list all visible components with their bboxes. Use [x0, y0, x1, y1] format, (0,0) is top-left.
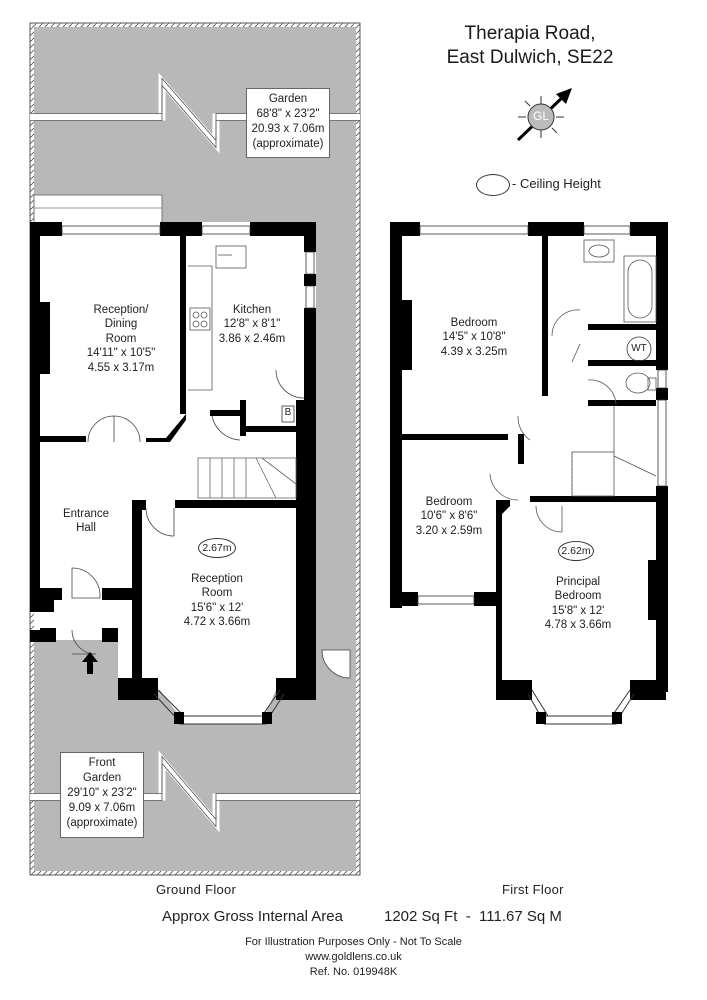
ground-floor-windows: [61, 225, 315, 309]
entrance-hall-label: Entrance Hall: [50, 507, 122, 536]
room-imperial: 12'8" x 8'1": [223, 318, 281, 331]
ceiling-height-badge: 2.62m: [558, 541, 594, 561]
small-bedroom-label: Bedroom 10'6" x 8'6" 3.20 x 2.59m: [404, 495, 494, 538]
room-name: Room: [201, 587, 233, 600]
room-imperial: 15'8" x 12': [551, 604, 605, 617]
entrance-arrow-icon: [82, 652, 98, 674]
first-floor-windows: [417, 225, 667, 605]
room-name: Kitchen: [232, 304, 272, 316]
room-name: Bedroom: [450, 317, 498, 329]
room-metric: 4.78 x 3.66m: [544, 619, 612, 632]
kitchen-label: Kitchen 12'8" x 8'1" 3.86 x 2.46m: [212, 303, 292, 346]
ceiling-height-legend-icon: [476, 174, 510, 196]
room-name: Bedroom: [554, 590, 602, 603]
address-line-1: Therapia Road,: [464, 23, 596, 44]
room-name: Entrance: [62, 508, 110, 520]
room-name: Principal: [555, 576, 601, 588]
ground-floor-staircase: [197, 457, 297, 499]
reception-dining-room-label: Reception/ Dining Room 14'11" x 10'5" 4.…: [66, 303, 176, 375]
boiler-label: B: [284, 407, 292, 418]
compass-logo: GL: [532, 109, 549, 123]
room-name: Room: [105, 332, 137, 345]
bathroom-fixtures: [583, 239, 657, 394]
front-garden-name-2: Garden: [82, 772, 122, 784]
garden-note: (approximate): [252, 138, 324, 150]
rear-bedroom-label: Bedroom 14'5" x 10'8" 4.39 x 3.25m: [424, 316, 524, 359]
room-name: Dining: [104, 318, 138, 331]
room-metric: 4.55 x 3.17m: [87, 361, 155, 374]
ceiling-height-legend-label: - Ceiling Height: [512, 176, 601, 191]
rear-garden-break-line: [30, 72, 360, 154]
garden-imperial: 68'8" x 23'2": [256, 108, 320, 120]
front-garden-note: (approximate): [66, 817, 138, 829]
garden-metric: 20.93 x 7.06m: [251, 123, 325, 135]
room-imperial: 10'6" x 8'6": [420, 510, 478, 523]
room-metric: 3.20 x 2.59m: [415, 524, 483, 537]
first-floor-stairs-doors: [489, 309, 657, 533]
gross-area-label: Approx Gross Internal Area: [162, 908, 343, 925]
room-name: Hall: [76, 522, 96, 535]
ceiling-height-badge: 2.67m: [198, 538, 236, 558]
first-floor-interior: [396, 222, 656, 722]
water-tank-label: WT: [631, 343, 647, 354]
disclaimer: For Illustration Purposes Only - Not To …: [245, 936, 462, 948]
ground-floor-doors: [71, 369, 351, 679]
reception-room-label: Reception Room 15'6" x 12' 4.72 x 3.66m: [162, 572, 272, 630]
front-garden-imperial: 29'10" x 23'2": [67, 787, 137, 799]
ground-floor-label: Ground Floor: [156, 882, 237, 897]
garden-label: Garden 68'8" x 23'2" 20.93 x 7.06m (appr…: [246, 88, 330, 158]
room-metric: 3.86 x 2.46m: [218, 332, 286, 345]
room-imperial: 14'11" x 10'5": [86, 347, 156, 360]
front-garden-label: Front Garden 29'10" x 23'2" 9.09 x 7.06m…: [60, 752, 144, 838]
room-name: Reception: [191, 573, 243, 585]
principal-bedroom-label: Principal Bedroom 15'8" x 12' 4.78 x 3.6…: [528, 575, 628, 633]
room-name: Reception/: [93, 304, 149, 316]
first-floor-walls: [390, 222, 668, 700]
room-imperial: 15'6" x 12': [190, 601, 244, 614]
reference-number: Ref. No. 019948K: [309, 966, 398, 978]
ground-floor-walls: [30, 222, 316, 700]
rear-terrace: [33, 194, 163, 224]
room-metric: 4.72 x 3.66m: [183, 616, 251, 629]
garden-name: Garden: [268, 93, 308, 105]
kitchen-units: [188, 245, 295, 423]
room-metric: 4.39 x 3.25m: [440, 345, 508, 358]
gross-area-value: 1202 Sq Ft - 111.67 Sq M: [384, 908, 562, 925]
address-line-2: East Dulwich, SE22: [446, 47, 614, 68]
front-garden-name-1: Front: [88, 757, 116, 769]
north-arrow-icon: [516, 88, 572, 142]
room-imperial: 14'5" x 10'8": [442, 331, 506, 344]
front-garden-metric: 9.09 x 7.06m: [68, 802, 136, 814]
website-link[interactable]: www.goldlens.co.uk: [305, 951, 402, 963]
first-floor-label: First Floor: [502, 882, 564, 897]
property-address: Therapia Road, East Dulwich, SE22: [430, 22, 630, 70]
room-name: Bedroom: [425, 496, 473, 508]
